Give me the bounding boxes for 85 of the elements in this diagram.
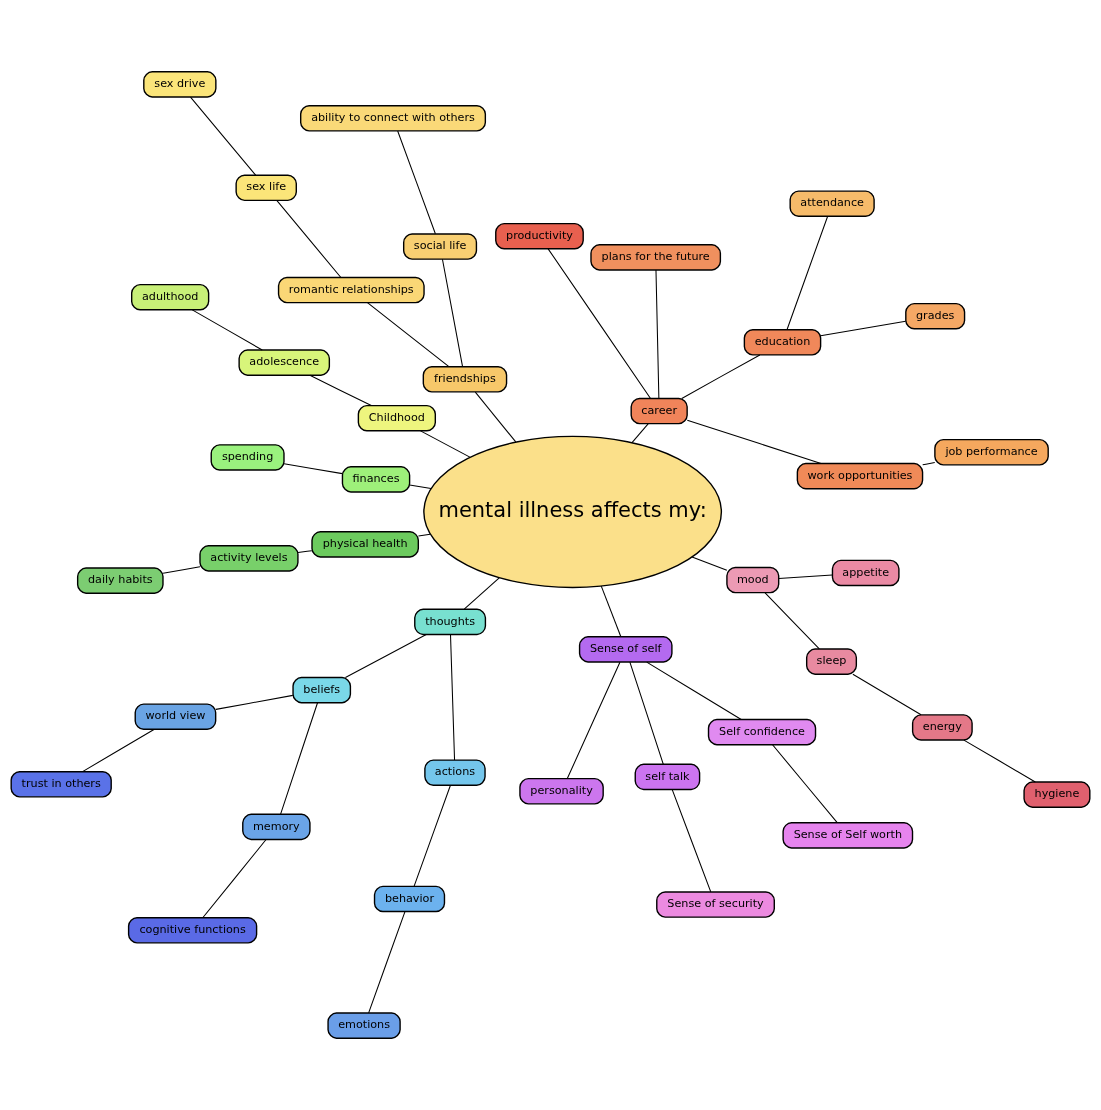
node-box: personality <box>519 777 604 805</box>
node-box: hygiene <box>1023 781 1091 808</box>
node-box: appetite <box>831 559 900 587</box>
node-box: thoughts <box>414 608 487 636</box>
node-box: energy <box>911 714 973 741</box>
connector <box>82 728 155 773</box>
connector <box>162 566 201 574</box>
node-box: actions <box>424 759 486 786</box>
connector <box>366 302 450 368</box>
node-box: Sense of self <box>578 636 673 663</box>
node-box: memory <box>242 813 311 841</box>
node-box: beliefs <box>292 676 352 704</box>
connector <box>191 309 263 351</box>
connector <box>474 391 517 443</box>
node-box: Self confidence <box>707 718 817 746</box>
connector <box>566 661 621 780</box>
node-box: daily habits <box>76 567 164 594</box>
node-box: grades <box>905 302 966 330</box>
connector <box>778 574 833 579</box>
connector <box>368 911 406 1014</box>
connector <box>671 789 712 893</box>
node-box: world view <box>134 703 217 731</box>
node-box: behavior <box>373 885 446 913</box>
connector <box>283 463 343 475</box>
connector <box>646 661 742 721</box>
node-box: activity levels <box>199 545 299 572</box>
connector <box>344 634 427 679</box>
connector <box>764 592 820 650</box>
connector <box>463 577 500 610</box>
node-box: cognitive functions <box>127 917 258 944</box>
connector <box>420 430 471 458</box>
node-box: adolescence <box>238 349 331 376</box>
connector <box>691 556 728 571</box>
node-ellipse: mental illness affects my: <box>423 435 723 589</box>
node-box: Sense of Self worth <box>782 822 914 849</box>
node-box: friendships <box>422 366 508 393</box>
node-box: ability to connect with others <box>300 105 487 132</box>
connector <box>280 702 319 815</box>
connector <box>547 248 651 399</box>
connector <box>441 258 464 368</box>
node-box: physical health <box>311 531 419 558</box>
connector <box>922 462 936 466</box>
node-box: attendance <box>789 190 875 217</box>
node-box: sex life <box>235 174 297 202</box>
node-box: Childhood <box>357 404 436 432</box>
node-box: finances <box>341 466 411 493</box>
connector <box>820 320 907 337</box>
connector <box>397 130 436 235</box>
connector <box>413 784 451 887</box>
connector <box>449 633 456 761</box>
connector <box>631 423 649 444</box>
connector <box>190 96 257 176</box>
connector <box>417 533 431 537</box>
node-box: career <box>630 397 688 425</box>
connector <box>629 661 664 765</box>
node-box: emotions <box>327 1012 401 1039</box>
node-box: sleep <box>805 648 858 675</box>
node-box: self talk <box>634 763 701 791</box>
connector <box>202 839 267 918</box>
connector <box>309 374 372 407</box>
connector <box>655 269 660 399</box>
connector <box>276 200 342 278</box>
connector <box>409 484 432 490</box>
node-box: sex drive <box>143 71 217 98</box>
connector <box>686 419 822 465</box>
node-box: Sense of security <box>656 891 775 918</box>
node-box: work opportunities <box>796 462 924 490</box>
connector <box>963 739 1036 783</box>
node-box: plans for the future <box>590 244 722 271</box>
connector <box>772 744 838 824</box>
connector <box>681 354 761 399</box>
connector <box>297 550 313 553</box>
connector <box>215 694 294 710</box>
connector <box>600 585 622 638</box>
node-box: adulthood <box>131 283 210 311</box>
node-box: trust in others <box>10 770 112 798</box>
node-box: social life <box>403 233 478 260</box>
node-box: spending <box>210 444 285 471</box>
node-box: productivity <box>495 222 584 250</box>
node-box: romantic relationships <box>277 276 425 304</box>
node-box: education <box>743 329 822 356</box>
connector <box>852 673 922 716</box>
node-box: mood <box>726 566 780 594</box>
connector <box>786 215 829 331</box>
node-box: job performance <box>934 438 1049 466</box>
